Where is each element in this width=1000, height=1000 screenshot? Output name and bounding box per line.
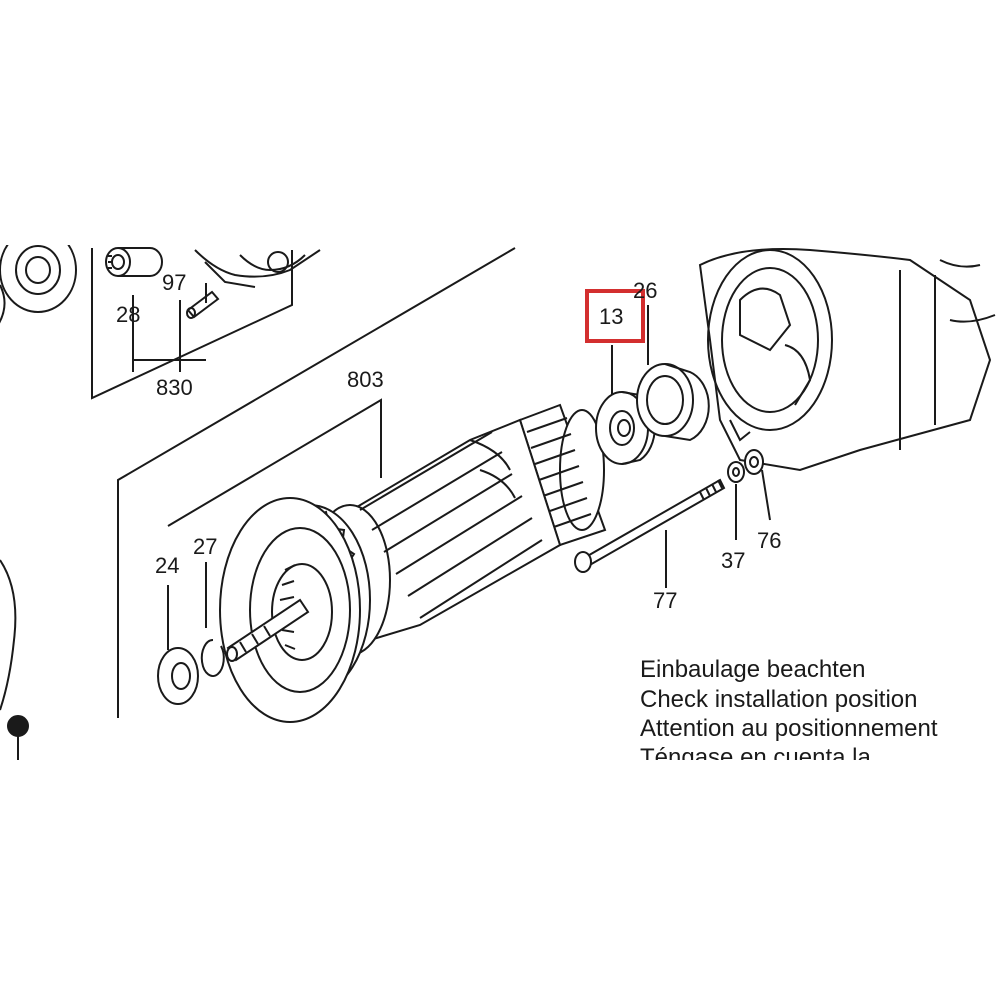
armature-803 bbox=[219, 403, 607, 723]
label-37: 37 bbox=[721, 548, 745, 573]
label-13: 13 bbox=[599, 304, 623, 329]
note-fr: Attention au positionnement bbox=[640, 715, 938, 742]
label-26: 26 bbox=[633, 278, 657, 303]
label-27: 27 bbox=[193, 534, 217, 559]
partial-housing-top bbox=[194, 249, 321, 288]
highlight-box-13 bbox=[585, 289, 645, 343]
note-de: Einbaulage beachten bbox=[640, 656, 866, 683]
kit-830-bracket bbox=[91, 248, 293, 400]
stator-housing bbox=[698, 248, 996, 472]
kit-830-leader bbox=[133, 300, 206, 372]
label-76: 76 bbox=[757, 528, 781, 553]
washer-24 bbox=[157, 585, 199, 705]
label-97: 97 bbox=[162, 270, 186, 295]
label-803: 803 bbox=[347, 367, 384, 392]
ball-bearing-13 bbox=[595, 345, 656, 465]
label-77: 77 bbox=[653, 588, 677, 613]
pin-97 bbox=[186, 283, 220, 319]
partial-handle-left bbox=[0, 559, 17, 711]
washer-76 bbox=[744, 449, 771, 521]
part-labels: 28 97 830 803 13 26 24 27 37 76 77 bbox=[116, 270, 781, 613]
partial-bearing-topleft bbox=[0, 245, 77, 324]
label-24: 24 bbox=[155, 553, 179, 578]
screw-77 bbox=[574, 478, 726, 588]
circlip-27 bbox=[200, 562, 225, 677]
label-830: 830 bbox=[156, 375, 193, 400]
nut-37 bbox=[727, 461, 745, 540]
note-en: Check installation position bbox=[640, 686, 918, 713]
armature-803-bracket bbox=[117, 247, 516, 718]
label-28: 28 bbox=[116, 302, 140, 327]
bearing-sleeve-26 bbox=[636, 305, 710, 442]
installation-notes: Einbaulage beachten Check installation p… bbox=[640, 656, 938, 760]
note-es: Téngase en cuenta la bbox=[640, 744, 871, 760]
reference-dot bbox=[7, 715, 29, 760]
